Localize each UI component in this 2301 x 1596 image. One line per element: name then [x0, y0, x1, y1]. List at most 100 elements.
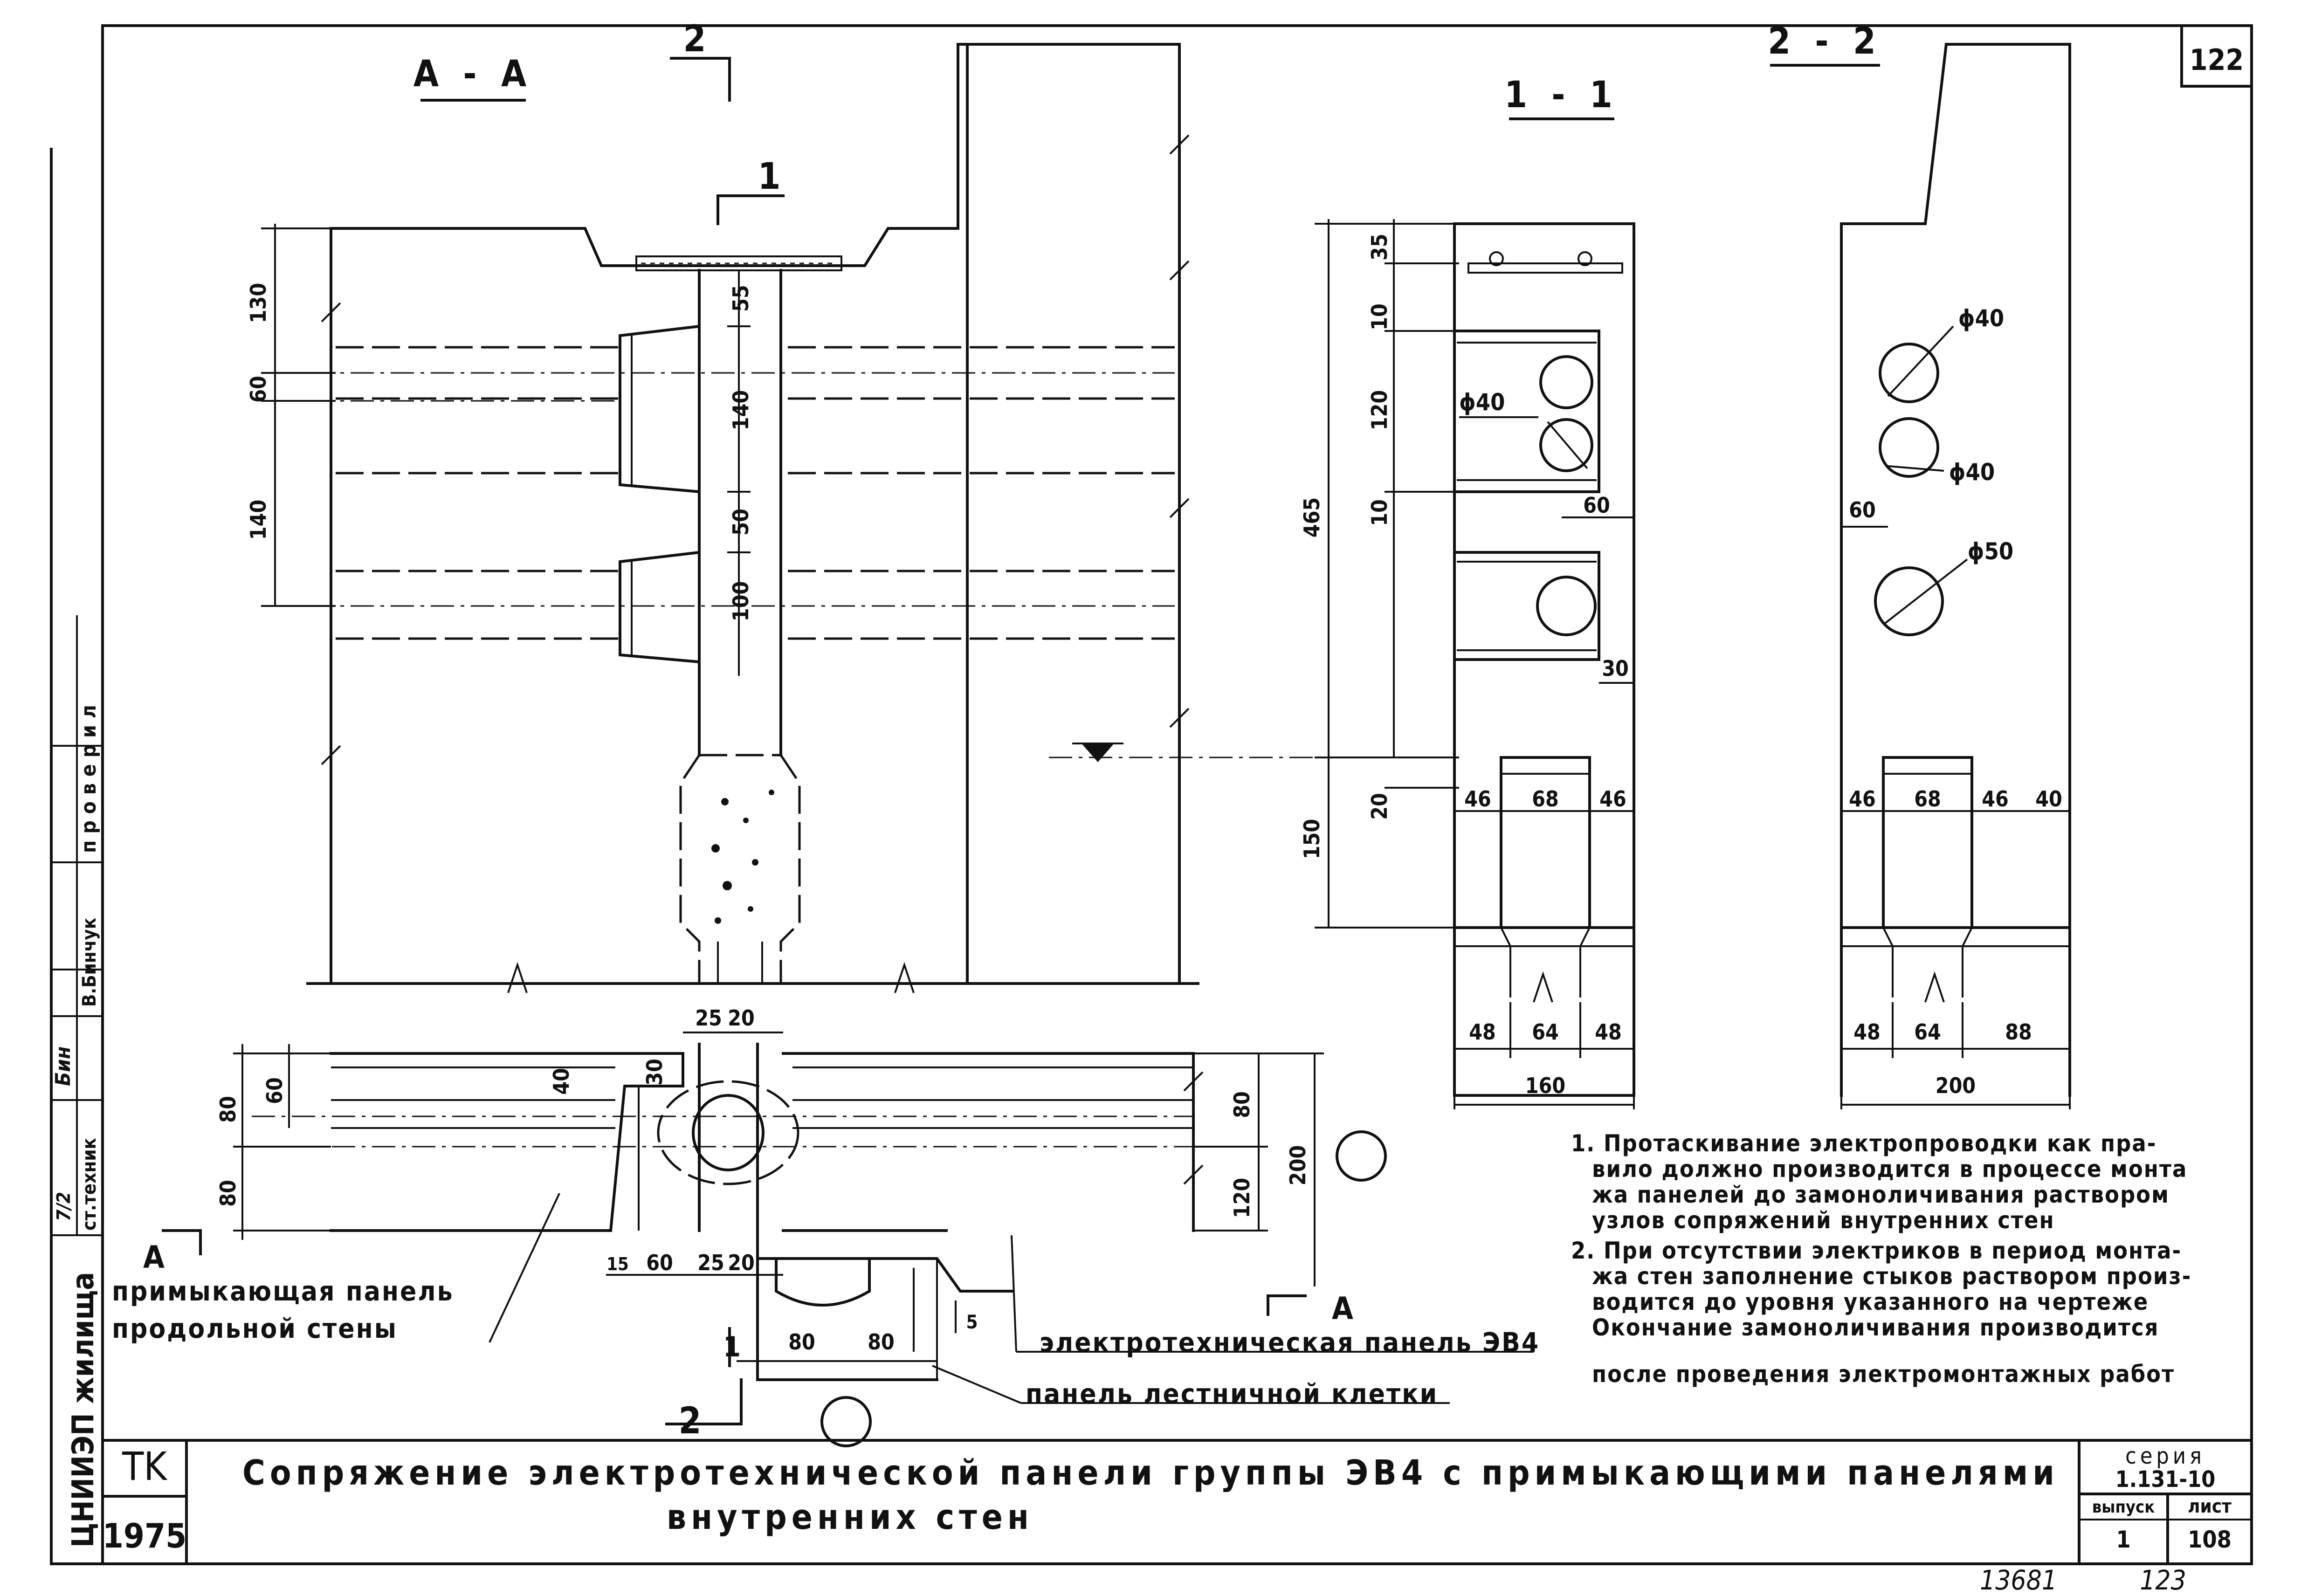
section-aa-label: А - А [413, 53, 533, 95]
section-22: 2 - 2 ϕ40 ϕ40 ϕ50 60 46 68 46 40 [1768, 21, 2071, 1109]
note-line-8: Окончание замоноличивания производится [1592, 1314, 2159, 1341]
dim-11-35: 35 [1367, 234, 1392, 261]
dim-22-64: 64 [1914, 1019, 1941, 1045]
cut-1-label-plan: 1 [723, 1331, 741, 1363]
dim-22-48: 48 [1853, 1019, 1881, 1045]
dim-plan-left80b: 80 [215, 1180, 241, 1207]
section-aa: А - А 2 1 [246, 18, 1352, 993]
dim-11-46a: 46 [1464, 786, 1491, 812]
dim-plan-30: 30 [642, 1059, 667, 1086]
dim-plan-b25: 25 [697, 1250, 724, 1275]
sheet-label: лист [2188, 1496, 2232, 1517]
callouts: примыкающая панель продольной стены элек… [112, 1193, 1540, 1410]
title-line-2: внутренних стен [667, 1497, 1033, 1537]
dim-22-68: 68 [1914, 786, 1941, 812]
cut-1-label: 1 [758, 156, 781, 198]
dim-22-phi40b: ϕ40 [1949, 459, 1995, 486]
dim-plan-40: 40 [549, 1068, 574, 1095]
title-block-year: 1975 [103, 1516, 186, 1555]
side-stamp-org: ЦНИИЭП жилища [66, 1272, 101, 1548]
sheet-value: 108 [2188, 1526, 2232, 1553]
plan-view: 25 20 40 30 80 60 80 15 60 25 20 80 120 … [143, 1005, 1387, 1447]
dim-11-phi40: ϕ40 [1459, 389, 1505, 416]
dim-plan-s80a: 80 [788, 1329, 815, 1355]
dim-plan-left60: 60 [262, 1077, 287, 1104]
sheet-frame [101, 24, 2253, 1565]
dim-22-200: 200 [1936, 1073, 1976, 1098]
dim-11-68: 68 [1532, 786, 1559, 812]
side-stamp-role-technician: ст.техник [79, 1138, 100, 1231]
dim-11-10b: 10 [1367, 499, 1392, 526]
issue-value: 1 [2116, 1526, 2130, 1553]
cut-2-label-top: 2 [683, 18, 706, 60]
note-line-7: водится до уровня указанного на чертеже [1592, 1288, 2149, 1315]
title-line-1: Сопряжение электротехнической панели гру… [242, 1453, 2059, 1493]
note-line-9: после проведения электромонтажных работ [1592, 1361, 2175, 1388]
side-stamp: ЦНИИЭП жилища ст.техник В.Бинчук провери… [50, 148, 104, 1565]
dim-plan-b20: 20 [728, 1250, 755, 1275]
dim-11-150: 150 [1299, 819, 1324, 859]
handwritten-inventory: 13681 [1980, 1564, 2057, 1596]
dim-plan-b60: 60 [646, 1250, 673, 1275]
dim-11-48b: 48 [1595, 1019, 1622, 1045]
note-line-5: 2. При отсутствии электриков в период мо… [1571, 1237, 2182, 1264]
dim-11-60: 60 [1583, 493, 1610, 518]
dim-11-120: 120 [1367, 390, 1392, 430]
title-block-org: TK [122, 1444, 168, 1489]
dim-plan-s80b: 80 [868, 1329, 895, 1355]
dim-11-64: 64 [1532, 1019, 1559, 1045]
note-line-6: жа стен заполнение стыков раствором прои… [1592, 1263, 2191, 1290]
dim-aa-60: 60 [246, 376, 271, 403]
dim-aa-100: 100 [728, 581, 753, 621]
side-stamp-date-mark: 7/2 [53, 1192, 75, 1221]
dim-22-phi50: ϕ50 [1968, 538, 2013, 565]
section-11: 1 - 1 35 1 [1299, 74, 1635, 1109]
issue-label: выпуск [2092, 1498, 2155, 1517]
dim-11-160: 160 [1525, 1073, 1565, 1098]
dim-22-46a: 46 [1849, 786, 1876, 812]
dim-11-465: 465 [1299, 497, 1324, 537]
dim-plan-right80: 80 [1229, 1091, 1254, 1118]
handwritten-page: 123 [2140, 1564, 2186, 1596]
dim-plan-top20: 20 [728, 1005, 755, 1031]
dim-22-88: 88 [2005, 1019, 2032, 1045]
title-block: TK 1975 Сопряжение электротехнической па… [103, 1443, 2252, 1555]
dim-plan-right200: 200 [1285, 1145, 1310, 1185]
note-line-3: жа панелей до замоноличивания раствором [1592, 1181, 2170, 1208]
callout-adjacent-panel-1: примыкающая панель [112, 1275, 454, 1307]
dim-11-10a: 10 [1367, 303, 1392, 330]
dim-plan-left80a: 80 [215, 1096, 241, 1123]
dim-11-20: 20 [1367, 793, 1392, 820]
section-11-label: 1 - 1 [1504, 74, 1619, 116]
side-stamp-name: В.Бинчук [79, 918, 100, 1007]
note-line-1: 1. Протаскивание электропроводки как пра… [1571, 1130, 2156, 1157]
note-line-4: узлов сопряжений внутренних стен [1592, 1207, 2055, 1234]
dim-aa-130: 130 [246, 283, 271, 323]
dim-aa-140-rib: 140 [728, 390, 753, 430]
note-line-2: вило должно производится в процессе монт… [1592, 1156, 2187, 1183]
dim-22-phi40a: ϕ40 [1958, 305, 2004, 332]
callout-electro-panel: электротехническая панель ЭВ4 [1040, 1327, 1540, 1358]
dim-22-40: 40 [2035, 786, 2062, 812]
series-label: серия [2125, 1443, 2205, 1469]
dim-aa-50: 50 [728, 509, 753, 536]
dim-11-48a: 48 [1469, 1019, 1496, 1045]
side-stamp-role-checked: проверил [77, 698, 101, 853]
callout-stair-panel: панель лестничной клетки [1026, 1378, 1438, 1410]
dim-plan-b15: 15 [606, 1254, 629, 1274]
dim-plan-right120: 120 [1229, 1178, 1254, 1218]
cut-2-label-bottom: 2 [679, 1400, 702, 1442]
dim-11-30: 30 [1602, 656, 1629, 681]
callout-adjacent-panel-2: продольной стены [112, 1313, 398, 1344]
dim-11-46b: 46 [1599, 786, 1626, 812]
side-stamp-signature: Бин [51, 1046, 75, 1086]
cut-a-label-right: А [1332, 1291, 1353, 1327]
series-value: 1.131-10 [2115, 1466, 2216, 1493]
grout-specks [711, 790, 774, 924]
notes: 1. Протаскивание электропроводки как пра… [1571, 1130, 2191, 1388]
dim-plan-s5: 5 [966, 1312, 978, 1333]
dim-22-46b: 46 [1982, 786, 2009, 812]
dim-aa-140: 140 [246, 500, 271, 540]
dim-22-60: 60 [1849, 497, 1876, 523]
